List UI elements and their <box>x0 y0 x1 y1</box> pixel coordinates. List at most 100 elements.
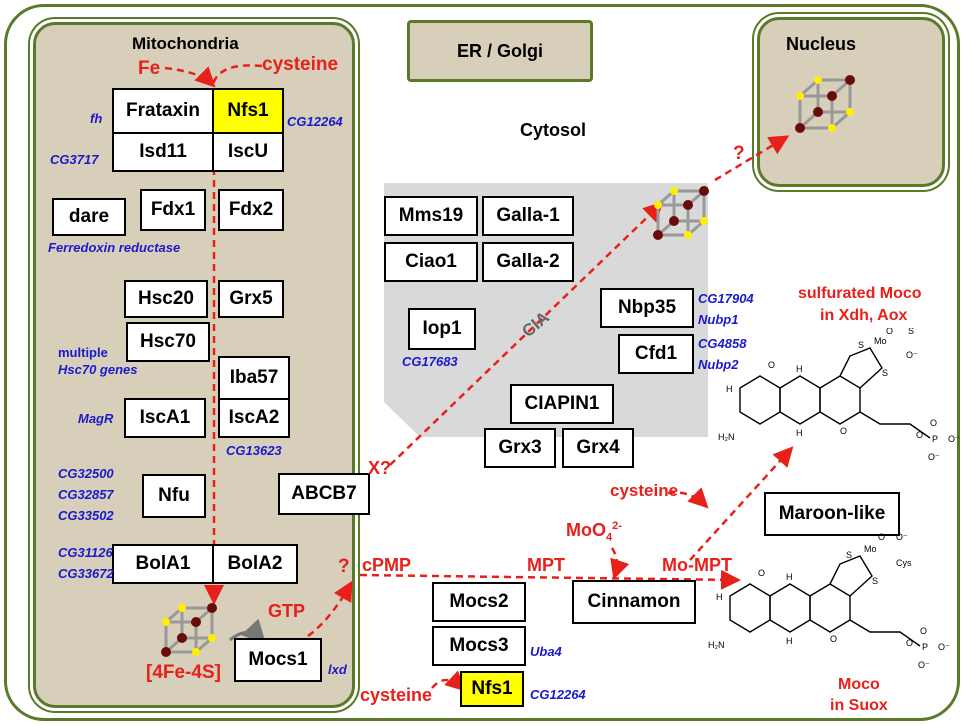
isd11-box: Isd11 <box>112 132 214 172</box>
mms19-box: Mms19 <box>384 196 478 236</box>
svg-text:H: H <box>726 384 733 394</box>
svg-text:Cys: Cys <box>896 558 912 568</box>
svg-text:O: O <box>906 638 913 648</box>
magr-gene: MagR <box>78 411 114 426</box>
cfd1-box: Cfd1 <box>618 334 694 374</box>
iop1-box: Iop1 <box>408 308 476 350</box>
galla2-box: Galla-2 <box>482 242 574 282</box>
cytosol-title: Cytosol <box>520 120 587 140</box>
svg-text:S: S <box>872 576 878 586</box>
svg-text:O: O <box>886 328 893 336</box>
svg-text:S: S <box>846 550 852 560</box>
svg-text:O: O <box>920 626 927 636</box>
moco-suox-label: in Suox <box>830 697 888 714</box>
svg-text:O: O <box>930 418 937 428</box>
fdx2-box: Fdx2 <box>218 189 284 231</box>
cysteine-nfs1-label: cysteine <box>360 685 433 705</box>
x-question-label: X? <box>368 458 392 478</box>
grx5-box: Grx5 <box>218 280 284 318</box>
mocs1-box: Mocs1 <box>234 638 322 682</box>
cg33672-gene: CG33672 <box>58 566 114 581</box>
fe-s-cube-icon <box>161 603 217 657</box>
svg-text:H: H <box>796 428 803 438</box>
cinnamon-box: Cinnamon <box>572 580 696 624</box>
ciapin1-box: CIAPIN1 <box>510 384 614 424</box>
cell-outline <box>4 4 960 721</box>
cg33502-gene: CG33502 <box>58 508 114 523</box>
cg17683-gene: CG17683 <box>402 354 458 369</box>
gtp-label: GTP <box>268 601 306 621</box>
svg-text:H₂N: H₂N <box>708 640 725 650</box>
svg-text:O⁻: O⁻ <box>918 660 930 670</box>
hsc20-box: Hsc20 <box>124 280 208 318</box>
iba57-box: Iba57 <box>218 356 290 400</box>
svg-text:O: O <box>758 568 765 578</box>
mocs2-box: Mocs2 <box>432 582 526 622</box>
svg-text:Mo: Mo <box>864 544 877 554</box>
svg-text:S: S <box>882 368 888 378</box>
cysteine-label: cysteine <box>262 54 339 75</box>
maroon-like-box: Maroon-like <box>764 492 900 536</box>
bola2-box: BolA2 <box>212 544 298 584</box>
cysteine-mpt-label: cysteine <box>610 481 679 500</box>
frataxin-box: Frataxin <box>112 88 214 134</box>
fe4s4-cluster-label: [4Fe-4S] <box>146 662 221 683</box>
cg31126-gene: CG31126 <box>58 545 113 560</box>
mocs3-box: Mocs3 <box>432 626 526 666</box>
grx3-box: Grx3 <box>484 428 556 468</box>
svg-text:O⁻: O⁻ <box>938 642 950 652</box>
abcb7-box: ABCB7 <box>278 473 370 515</box>
cg3717-gene: CG3717 <box>50 152 99 167</box>
hsc70-box: Hsc70 <box>126 322 210 362</box>
svg-text:O⁻: O⁻ <box>948 434 960 444</box>
galla1-box: Galla-1 <box>482 196 574 236</box>
mo-mpt-label: Mo-MPT <box>662 555 732 575</box>
sulfurated-moco-enzymes: in Xdh, Aox <box>820 307 908 324</box>
fe-s-cube-icon <box>653 186 709 240</box>
cg13623-gene: CG13623 <box>226 443 282 458</box>
nbp35-box: Nbp35 <box>600 288 694 328</box>
cg32500-gene: CG32500 <box>58 466 114 481</box>
moo4-label: MoO42- <box>566 520 622 544</box>
nfs1-box: Nfs1 <box>212 88 284 134</box>
svg-text:H: H <box>796 364 803 374</box>
multiple-label: multiple <box>58 345 108 360</box>
moco-label: Moco <box>838 676 880 693</box>
svg-text:O⁻: O⁻ <box>896 532 908 542</box>
fh-gene: fh <box>90 111 103 126</box>
svg-text:O: O <box>878 532 885 542</box>
svg-text:H: H <box>786 572 793 582</box>
hsc70-genes-label: Hsc70 genes <box>58 362 138 377</box>
cg32857-gene: CG32857 <box>58 487 114 502</box>
fe-s-cube-icon <box>795 75 855 133</box>
cg17904-gene: CG17904 <box>698 291 754 306</box>
er-golgi-title: ER / Golgi <box>456 41 543 61</box>
bola1-box: BolA1 <box>112 544 214 584</box>
svg-text:P: P <box>922 642 928 652</box>
svg-text:S: S <box>908 328 914 336</box>
nucleus-title: Nucleus <box>786 34 857 54</box>
cg12264-gene: CG12264 <box>287 114 343 129</box>
sulfurated-moco-label: sulfurated Moco <box>798 285 922 302</box>
ferredoxin-reductase-label: Ferredoxin reductase <box>48 240 181 255</box>
svg-text:O: O <box>768 360 775 370</box>
svg-text:O: O <box>830 634 837 644</box>
cytosol-cg12264-gene: CG12264 <box>530 687 586 702</box>
svg-text:Mo: Mo <box>874 336 887 346</box>
fe-label: Fe <box>138 58 161 79</box>
cg4858-gene: CG4858 <box>698 336 747 351</box>
svg-text:O⁻: O⁻ <box>906 350 918 360</box>
grx4-box: Grx4 <box>562 428 634 468</box>
cpmp-label: cPMP <box>362 555 412 575</box>
uba4-gene: Uba4 <box>530 644 562 659</box>
lxd-gene: lxd <box>328 662 347 677</box>
nubp1-gene: Nubp1 <box>698 312 739 327</box>
svg-text:O: O <box>916 430 923 440</box>
svg-text:O⁻: O⁻ <box>928 452 940 462</box>
svg-text:H: H <box>716 592 723 602</box>
fdx1-box: Fdx1 <box>140 189 206 231</box>
mitochondria-title: Mitochondria <box>132 34 239 53</box>
mpt-label: MPT <box>527 555 565 575</box>
